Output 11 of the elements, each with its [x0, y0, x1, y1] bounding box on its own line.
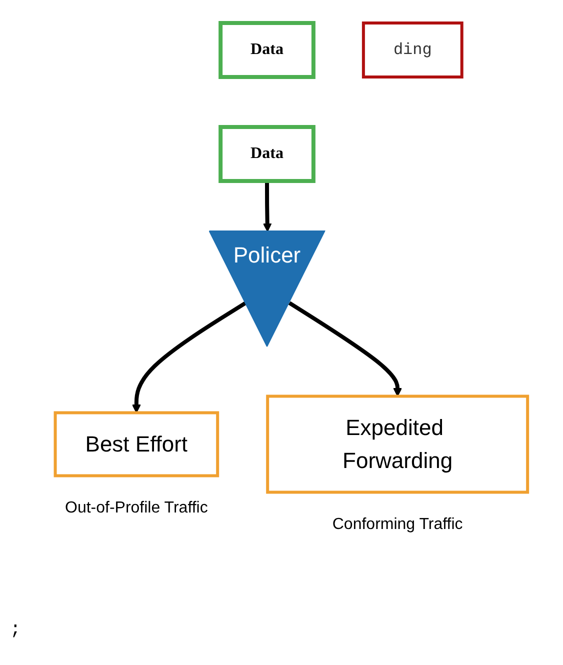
node-label: Out-of-Profile Traffic: [65, 500, 208, 518]
node-box: ding: [362, 22, 464, 79]
node-box: Expedited Forwarding: [266, 395, 530, 494]
arrow: [263, 181, 272, 232]
node-label: Conforming Traffic: [332, 516, 463, 534]
punctuation-text: ;: [10, 620, 21, 640]
node-box: Best Effort: [54, 412, 220, 478]
node-box: Data: [218, 21, 316, 80]
arrow: [132, 302, 247, 414]
node-box: Data: [218, 125, 316, 184]
arrow: [288, 302, 402, 398]
